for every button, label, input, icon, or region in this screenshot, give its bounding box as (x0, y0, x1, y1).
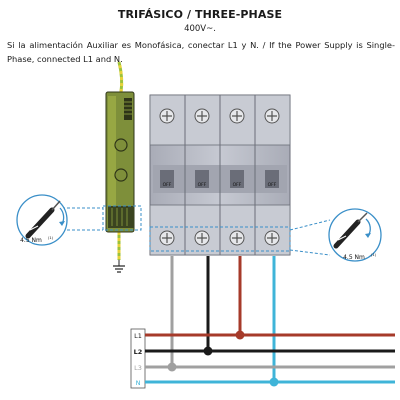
pole-4-state: OFF (268, 182, 277, 188)
line-label-l3: L3 (134, 364, 142, 372)
junction-l1 (235, 330, 245, 340)
torque-callout-left: 4.5 Nm (1) (16, 194, 68, 246)
top-terminal-screw-icon (264, 108, 280, 124)
toggle-lever-2[interactable] (195, 170, 209, 188)
voltage-label: 400V~. (184, 24, 216, 34)
torque-footnote-right: (1) (371, 253, 377, 257)
junction-l3 (167, 362, 177, 372)
pole-2-state: OFF (198, 182, 207, 188)
junction-l2 (203, 346, 213, 356)
bottom-terminal-screw-icon (229, 230, 245, 246)
bottom-terminal-screw-icon (159, 230, 175, 246)
screwdriver-icon (333, 212, 368, 249)
torque-callout-right: 4.5 Nm (1) (328, 208, 382, 262)
torque-value-left: 4.5 Nm (20, 237, 42, 244)
module-terminal-highlight (102, 205, 142, 231)
breaker: OFF OFF OFF OFF (149, 94, 291, 256)
line-label-n: N (136, 379, 141, 387)
toggle-lever-3[interactable] (230, 170, 244, 188)
pole-1-state: OFF (163, 182, 172, 188)
junction-n (269, 377, 279, 387)
top-terminal-screw-icon (159, 108, 175, 124)
earth-symbol-icon (113, 260, 125, 273)
surge-module (105, 91, 135, 233)
earth-wire (117, 61, 124, 260)
torque-value-right: 4.5 Nm (343, 254, 365, 261)
pole-3-state: OFF (233, 182, 242, 188)
top-terminal-screw-icon (194, 108, 210, 124)
diagram-title: TRIFÁSICO / THREE-PHASE (117, 8, 283, 21)
torque-footnote-left: (1) (48, 236, 54, 240)
single-phase-note: Si la alimentación Auxiliar es Monofásic… (7, 40, 395, 64)
line-label-box (130, 328, 146, 389)
line-label-l1: L1 (134, 332, 142, 340)
toggle-lever-4[interactable] (265, 170, 279, 188)
toggle-lever-1[interactable] (160, 170, 174, 188)
screwdriver-icon (25, 200, 61, 239)
bottom-terminal-screw-icon (264, 230, 280, 246)
line-label-l2: L2 (134, 348, 143, 356)
bottom-terminal-screw-icon (194, 230, 210, 246)
top-terminal-screw-icon (229, 108, 245, 124)
breaker-terminal-highlight (149, 226, 291, 252)
